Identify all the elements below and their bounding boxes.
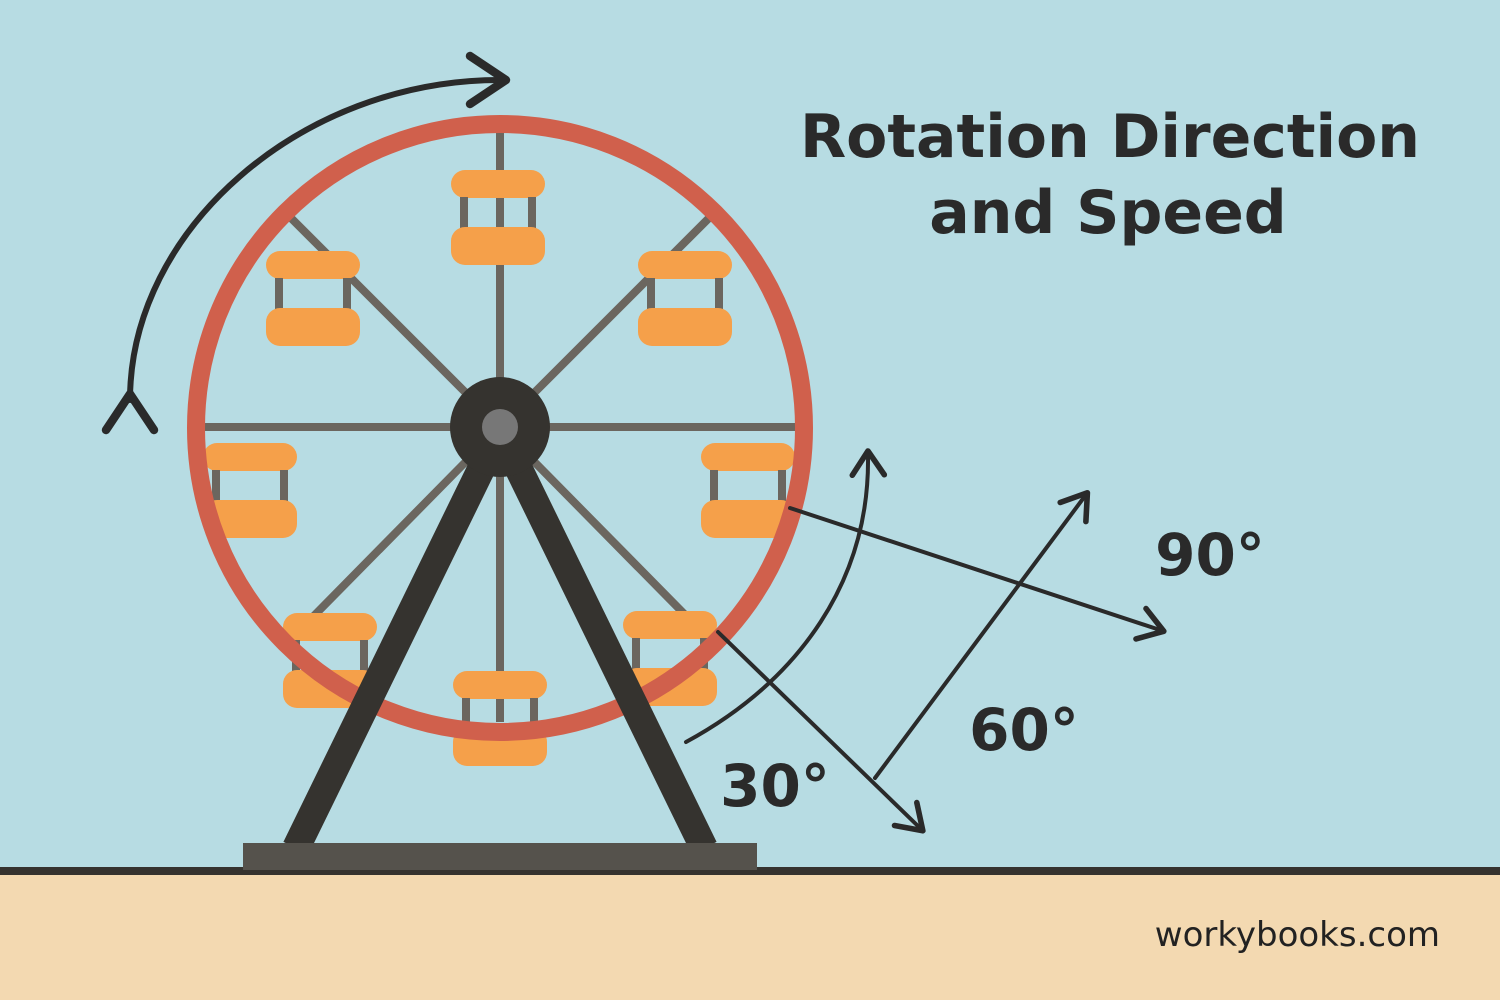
angle-30-label: 30°	[720, 752, 830, 820]
angle-90-label: 90°	[1155, 521, 1265, 589]
title-line-2: and Speed	[929, 178, 1287, 248]
angle-60-label: 60°	[969, 696, 1079, 764]
ground-line	[0, 867, 1500, 875]
arrow-30	[684, 448, 888, 744]
arrow-60	[873, 489, 1091, 780]
arrow-90	[788, 506, 1167, 642]
rotation-arrow	[101, 51, 511, 435]
arrow-30b	[716, 630, 926, 834]
support-frame	[243, 448, 757, 870]
arrows	[101, 51, 1167, 834]
watermark: workybooks.com	[1155, 915, 1440, 955]
hub-center	[482, 409, 518, 445]
title-line-1: Rotation Direction	[800, 102, 1420, 172]
ground	[0, 872, 1500, 1000]
